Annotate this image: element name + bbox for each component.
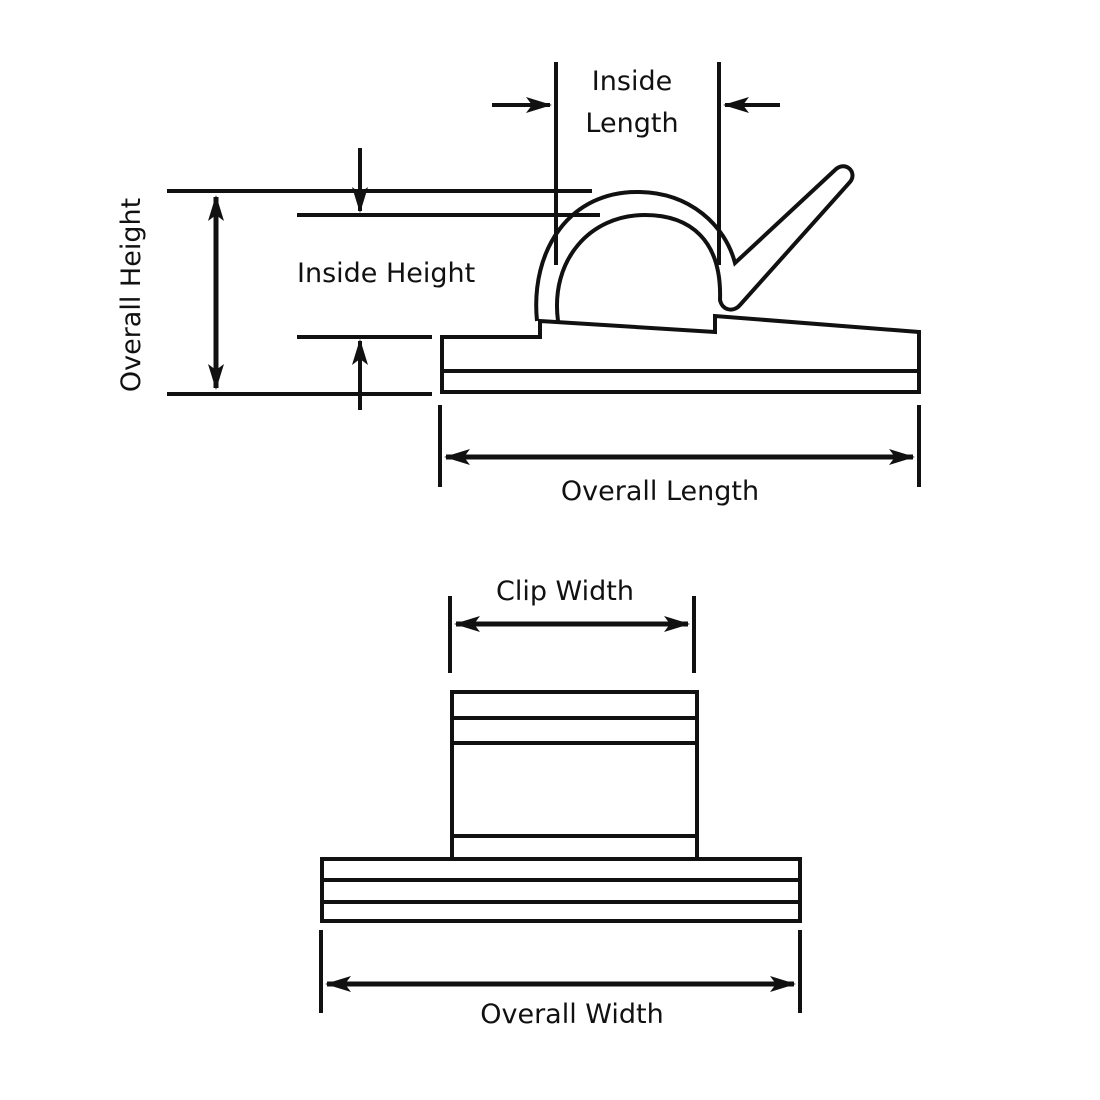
front-view-clip [320,690,802,923]
inside-length-label-line2: Length [585,108,678,139]
inside-length-label-line1: Inside [592,66,672,97]
inside-height-dimension: Inside Height [297,148,600,410]
overall-length-label: Overall Length [561,476,759,507]
overall-length-dimension: Overall Length [438,405,921,507]
overall-width-dimension: Overall Width [319,930,802,1030]
overall-height-label: Overall Height [116,198,147,392]
overall-width-label: Overall Width [480,999,664,1030]
side-view-clip [440,164,921,394]
clip-width-label: Clip Width [496,576,634,607]
inside-length-dimension: Inside Length [492,62,780,265]
overall-height-dimension: Overall Height [116,189,592,396]
clip-width-dimension: Clip Width [448,576,696,673]
inside-height-label: Inside Height [297,258,475,289]
